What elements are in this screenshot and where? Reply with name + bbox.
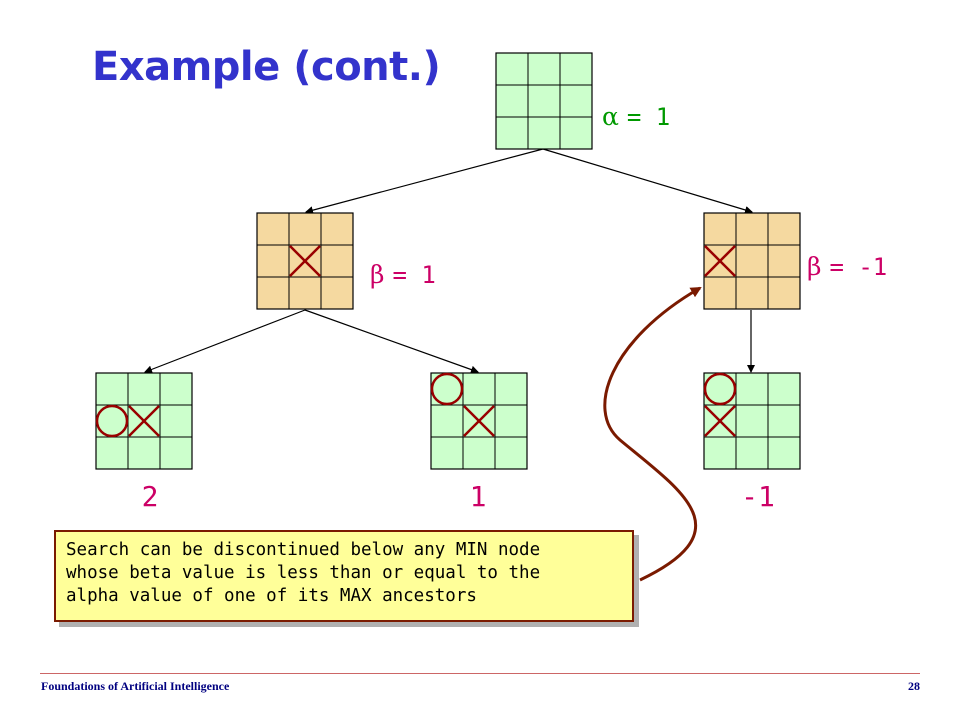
x-mark xyxy=(289,245,321,277)
page-number: 28 xyxy=(908,679,920,693)
edge-left-min-to-leaf-2 xyxy=(304,309,479,374)
x-mark xyxy=(704,245,736,277)
alpha-symbol: α xyxy=(602,102,619,131)
x-mark xyxy=(463,405,495,437)
beta-symbol: β xyxy=(807,252,821,281)
pruning-rule-note: Search can be discontinued below any MIN… xyxy=(54,530,634,622)
alpha-value: = 1 xyxy=(627,103,670,131)
x-mark xyxy=(704,405,736,437)
left-min-beta-label: β = 1 xyxy=(370,260,436,289)
footer-course-title: Foundations of Artificial Intelligence xyxy=(41,679,230,693)
edge-root-to-left-min xyxy=(305,148,544,215)
edge-left-min-to-leaf-1 xyxy=(144,309,306,374)
leaf-value-2: 1 xyxy=(470,480,487,513)
o-mark xyxy=(430,372,464,406)
beta-value: = -1 xyxy=(829,253,887,281)
leaf-board-3 xyxy=(703,372,801,470)
root-alpha-label: α = 1 xyxy=(602,102,670,131)
x-mark xyxy=(128,405,160,437)
left-min-board xyxy=(256,212,354,310)
leaf-board-2 xyxy=(430,372,528,470)
beta-symbol: β xyxy=(370,260,384,289)
slide-title: Example (cont.) xyxy=(92,44,441,90)
edge-root-to-right-min xyxy=(542,148,753,214)
right-min-board xyxy=(703,212,801,310)
right-min-beta-label: β = -1 xyxy=(807,252,887,281)
leaf-value-3: -1 xyxy=(741,480,775,513)
board-background xyxy=(95,372,193,470)
tree-edges xyxy=(144,148,755,374)
root-max-board xyxy=(495,52,593,150)
board-background xyxy=(495,52,593,150)
o-mark xyxy=(703,372,737,406)
note-line: Search can be discontinued below any MIN… xyxy=(66,540,541,560)
o-mark xyxy=(95,404,129,438)
note-line: alpha value of one of its MAX ancestors xyxy=(66,586,477,606)
note-line: whose beta value is less than or equal t… xyxy=(66,563,541,583)
beta-value: = 1 xyxy=(392,261,435,289)
footer-divider xyxy=(40,673,920,674)
leaf-board-1 xyxy=(95,372,193,470)
leaf-value-1: 2 xyxy=(142,480,159,513)
pruning-callout-arrow xyxy=(603,286,702,582)
